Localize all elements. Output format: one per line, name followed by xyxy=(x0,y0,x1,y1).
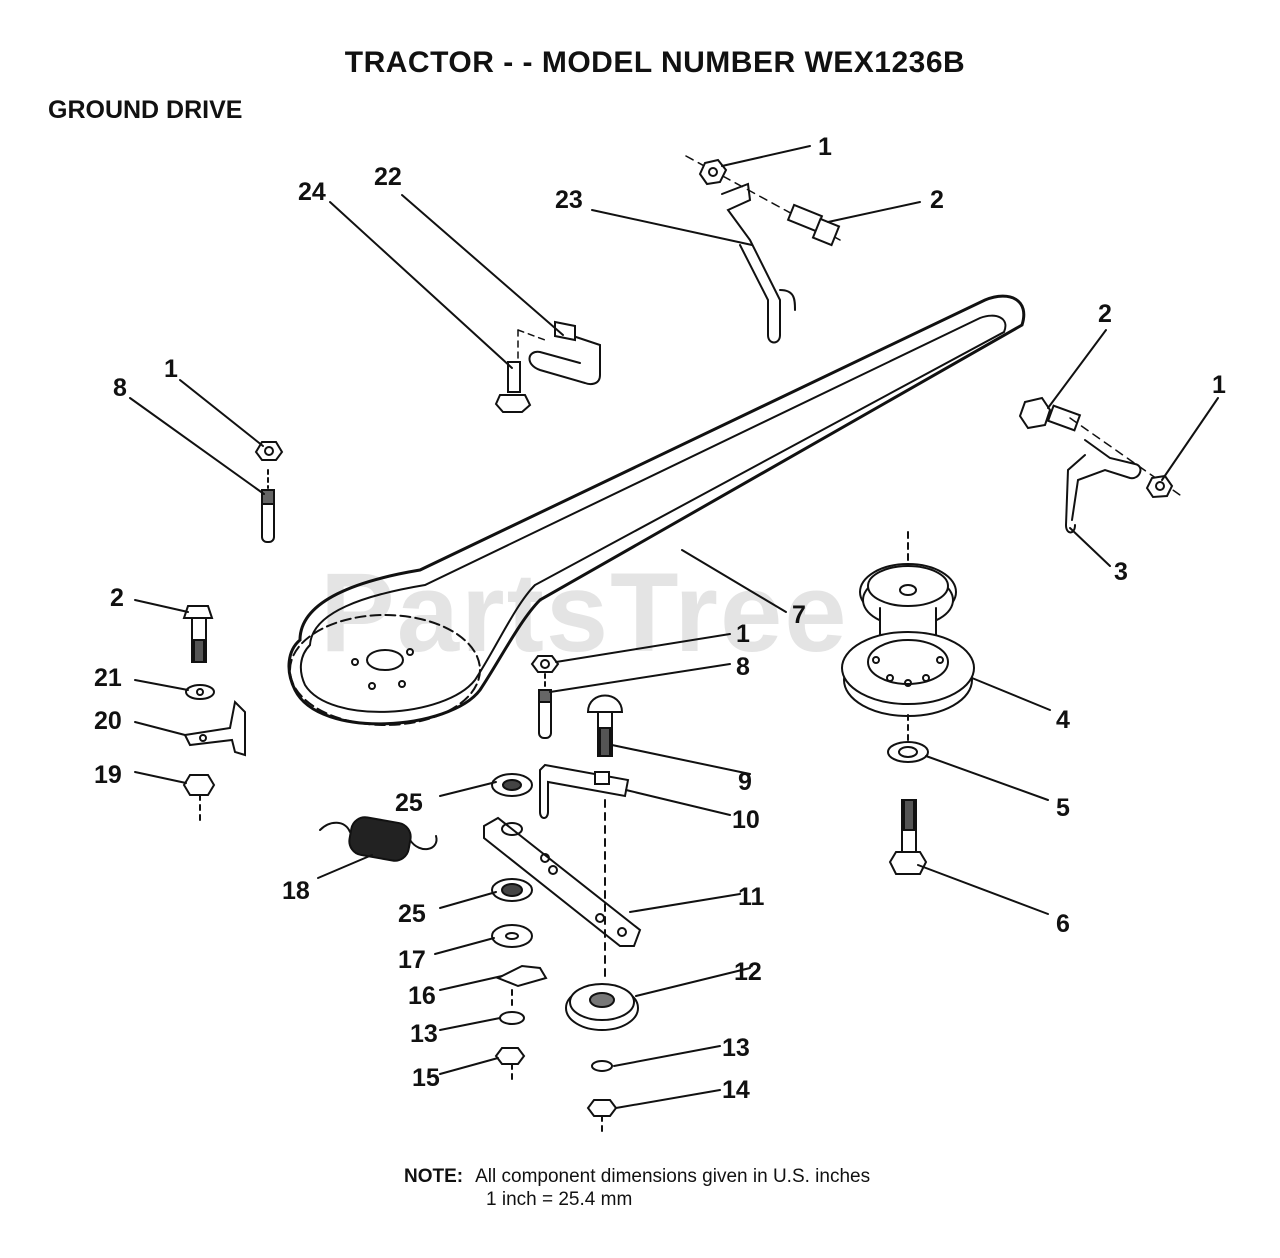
callout-4: 4 xyxy=(1056,706,1070,734)
idler-arm-assembly xyxy=(483,694,642,1137)
drive-belt xyxy=(287,294,1026,726)
callout-9: 9 xyxy=(738,768,752,796)
callout-19: 19 xyxy=(94,761,122,789)
callout-25: 25 xyxy=(398,900,426,928)
callout-25: 25 xyxy=(395,789,423,817)
callout-5: 5 xyxy=(1056,794,1070,822)
callout-numbers: 1 2 23 22 24 1 8 2 1 3 7 1 8 2 21 20 19 … xyxy=(94,133,1226,1104)
callout-1: 1 xyxy=(164,355,178,383)
callout-10: 10 xyxy=(732,806,760,834)
callout-1: 1 xyxy=(1212,371,1226,399)
callout-14: 14 xyxy=(722,1076,750,1104)
callout-23: 23 xyxy=(555,186,583,214)
callout-24: 24 xyxy=(298,178,326,206)
tension-spring xyxy=(319,816,438,862)
nut-and-stud-center xyxy=(530,655,560,739)
callout-2: 2 xyxy=(930,186,944,214)
callout-16: 16 xyxy=(408,982,436,1010)
callout-3: 3 xyxy=(1114,558,1128,586)
page-title: TRACTOR - - MODEL NUMBER WEX1236B xyxy=(344,46,966,79)
callout-12: 12 xyxy=(734,958,762,986)
belt-guide-22 xyxy=(494,320,601,413)
callout-15: 15 xyxy=(412,1064,440,1092)
callout-20: 20 xyxy=(94,707,122,735)
dimension-note: NOTE: All component dimensions given in U… xyxy=(404,1166,871,1210)
note-line-1: All component dimensions given in U.S. i… xyxy=(475,1166,871,1187)
callout-2: 2 xyxy=(1098,300,1112,328)
callout-13: 13 xyxy=(722,1034,750,1062)
belt-guide-rod-23 xyxy=(685,155,841,344)
double-pulley-assembly xyxy=(841,531,975,875)
note-line-2: 1 inch = 25.4 mm xyxy=(486,1189,633,1210)
callout-18: 18 xyxy=(282,877,310,905)
nut-and-stud-left xyxy=(254,441,284,543)
callout-7: 7 xyxy=(792,601,806,629)
callout-6: 6 xyxy=(1056,910,1070,938)
callout-8: 8 xyxy=(736,653,750,681)
belt-guide-rod-3 xyxy=(1018,396,1181,534)
callout-8: 8 xyxy=(113,374,127,402)
leader-lines xyxy=(129,145,1219,1109)
callout-22: 22 xyxy=(374,163,402,191)
callout-17: 17 xyxy=(398,946,426,974)
callout-2: 2 xyxy=(110,584,124,612)
callout-21: 21 xyxy=(94,664,122,692)
callout-1: 1 xyxy=(736,620,750,648)
bolt-bracket-assembly-left xyxy=(182,605,246,821)
callout-1: 1 xyxy=(818,133,832,161)
callout-11: 11 xyxy=(738,883,765,911)
note-label: NOTE: xyxy=(404,1166,464,1187)
section-title: GROUND DRIVE xyxy=(48,96,243,124)
callout-13: 13 xyxy=(410,1020,438,1048)
